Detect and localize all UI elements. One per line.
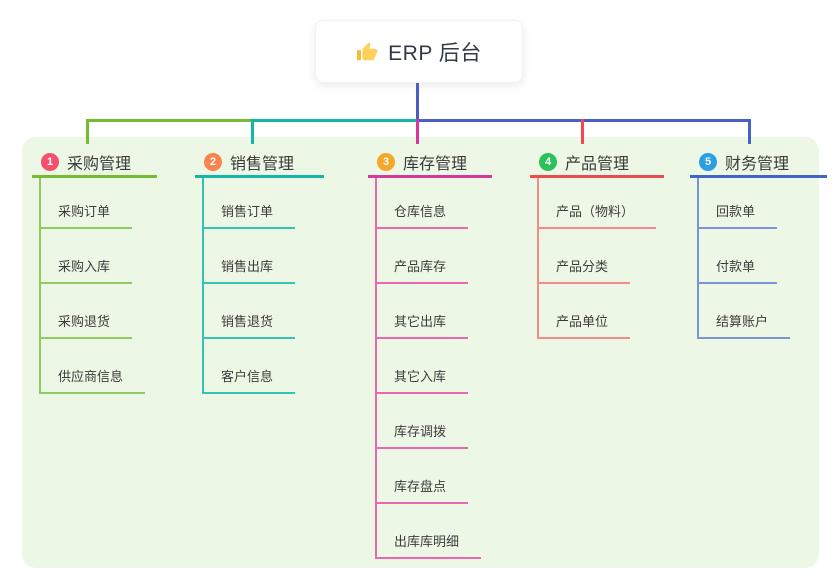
branch-node[interactable]: 5 财务管理 [690, 148, 827, 178]
mindmap-item-node[interactable]: 付款单 [699, 256, 778, 284]
branch-drop-line [251, 119, 254, 144]
mindmap-item: 产品库存 [377, 229, 492, 284]
mindmap-item-node[interactable]: 库存盘点 [377, 476, 469, 504]
mindmap-item: 产品（物料） [539, 178, 664, 229]
branch-drop-line [581, 119, 584, 144]
trunk-segment [417, 119, 751, 122]
mindmap-item-node[interactable]: 销售退货 [204, 311, 296, 339]
mindmap-item-node[interactable]: 销售出库 [204, 256, 296, 284]
branch-number-badge: 3 [377, 152, 395, 171]
mindmap-item-node[interactable]: 客户信息 [204, 366, 296, 394]
branch-label: 销售管理 [230, 155, 295, 173]
branch-node[interactable]: 3 库存管理 [368, 148, 492, 178]
mindmap-item: 销售订单 [204, 178, 324, 229]
mindmap-item-node[interactable]: 仓库信息 [377, 201, 469, 229]
mindmap-item: 出库库明细 [377, 504, 492, 559]
mindmap-item: 库存盘点 [377, 449, 492, 504]
branch-drop-line [86, 119, 89, 144]
mindmap-item-node[interactable]: 其它入库 [377, 366, 469, 394]
branch-number-badge: 1 [41, 152, 59, 171]
branch-number-badge: 2 [204, 152, 222, 171]
mindmap-item-node[interactable]: 产品库存 [377, 256, 469, 284]
mindmap-item-node[interactable]: 供应商信息 [41, 366, 146, 394]
branch-label: 产品管理 [565, 155, 630, 173]
branch-children: 采购订单采购入库采购退货供应商信息 [39, 178, 157, 394]
mindmap-item: 结算账户 [699, 284, 827, 339]
mindmap-item: 回款单 [699, 178, 827, 229]
branch-column: 5 财务管理回款单付款单结算账户 [690, 148, 827, 339]
branch-column: 2 销售管理销售订单销售出库销售退货客户信息 [195, 148, 324, 394]
mindmap-item-node[interactable]: 结算账户 [699, 311, 791, 339]
mindmap-item-node[interactable]: 销售订单 [204, 201, 296, 229]
mindmap-item-node[interactable]: 其它出库 [377, 311, 469, 339]
mindmap-item-node[interactable]: 出库库明细 [377, 531, 482, 559]
mindmap-item: 销售退货 [204, 284, 324, 339]
branch-label: 财务管理 [725, 155, 790, 173]
mindmap-item-node[interactable]: 采购入库 [41, 256, 133, 284]
branch-children: 仓库信息产品库存其它出库其它入库库存调拨库存盘点出库库明细 [375, 178, 492, 559]
mindmap-item: 采购入库 [41, 229, 157, 284]
branch-label: 库存管理 [403, 155, 468, 173]
branch-children: 销售订单销售出库销售退货客户信息 [202, 178, 324, 394]
mindmap-item: 采购退货 [41, 284, 157, 339]
branch-column: 1 采购管理采购订单采购入库采购退货供应商信息 [32, 148, 157, 394]
mindmap-item: 其它出库 [377, 284, 492, 339]
mindmap-item-node[interactable]: 库存调拨 [377, 421, 469, 449]
root-label: ERP 后台 [388, 41, 482, 65]
branch-drop-line [416, 119, 419, 144]
mindmap-item: 客户信息 [204, 339, 324, 394]
mindmap-item-node[interactable]: 产品（物料） [539, 201, 657, 229]
mindmap-item-node[interactable]: 采购退货 [41, 311, 133, 339]
branch-number-badge: 5 [699, 152, 717, 171]
mindmap-item-node[interactable]: 采购订单 [41, 201, 133, 229]
branch-column: 4 产品管理产品（物料） 产品分类产品单位 [530, 148, 664, 339]
root-connector-line [416, 83, 419, 121]
mindmap-item: 库存调拨 [377, 394, 492, 449]
mindmap-item: 其它入库 [377, 339, 492, 394]
mindmap-item: 产品单位 [539, 284, 664, 339]
trunk-segment [251, 119, 418, 122]
trunk-segment [86, 119, 252, 122]
root-node[interactable]: ERP 后台 [315, 20, 523, 83]
thumbs-up-icon [356, 41, 378, 63]
branch-children: 产品（物料） 产品分类产品单位 [537, 178, 664, 339]
mindmap-item: 产品分类 [539, 229, 664, 284]
branch-label: 采购管理 [67, 155, 132, 173]
mindmap-item: 付款单 [699, 229, 827, 284]
branch-children: 回款单付款单结算账户 [697, 178, 827, 339]
branch-node[interactable]: 1 采购管理 [32, 148, 157, 178]
mindmap-item: 供应商信息 [41, 339, 157, 394]
mindmap-item-node[interactable]: 产品单位 [539, 311, 631, 339]
mindmap-item-node[interactable]: 产品分类 [539, 256, 631, 284]
mindmap-item-node[interactable]: 回款单 [699, 201, 778, 229]
branches-panel [22, 137, 819, 568]
branch-drop-line [748, 119, 751, 144]
mindmap-item: 采购订单 [41, 178, 157, 229]
mindmap-item: 仓库信息 [377, 178, 492, 229]
branch-number-badge: 4 [539, 152, 557, 171]
mindmap-item: 销售出库 [204, 229, 324, 284]
branch-node[interactable]: 2 销售管理 [195, 148, 324, 178]
branch-node[interactable]: 4 产品管理 [530, 148, 664, 178]
branch-column: 3 库存管理仓库信息产品库存其它出库其它入库库存调拨库存盘点出库库明细 [368, 148, 492, 559]
